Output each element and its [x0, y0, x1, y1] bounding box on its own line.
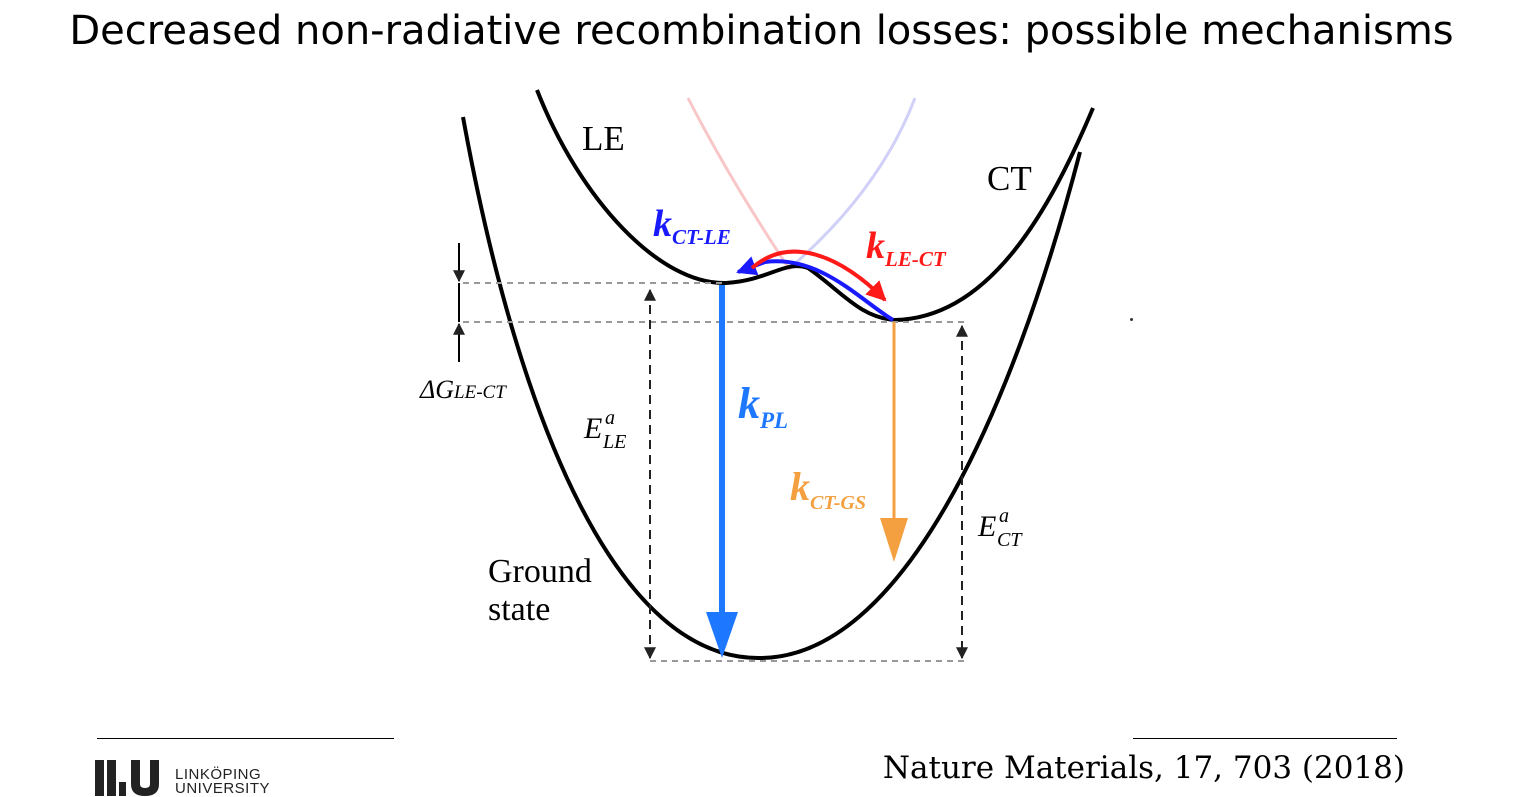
le-label: LE — [582, 119, 625, 158]
faint-ct-curve — [789, 97, 917, 270]
footer-rule-right — [1133, 738, 1397, 739]
k-ct-le-label: kCT-LE — [653, 203, 731, 249]
k-pl-label: kPL — [738, 379, 788, 433]
ground-state-label-line2: state — [488, 591, 550, 628]
ground-state-label-line1: Ground — [488, 553, 592, 590]
e-le-superscript: a — [605, 407, 615, 429]
e-le-symbol: E — [583, 412, 602, 445]
k-pl-arrowhead — [706, 612, 738, 658]
stray-dot — [1130, 318, 1133, 321]
logo-text-line1: LINKÖPING — [175, 766, 262, 783]
k-ct-gs-arrowhead — [880, 518, 908, 562]
logo-text-line2: UNIVERSITY — [175, 780, 271, 797]
footer-rule-left — [97, 738, 394, 739]
citation: Nature Materials, 17, 703 (2018) — [882, 750, 1405, 786]
logo-text: LINKÖPING UNIVERSITY — [175, 766, 271, 797]
k-ct-gs-label: kCT-GS — [790, 464, 866, 514]
faint-le-curve — [686, 97, 792, 271]
delta-g-label: ΔGLE-CT — [419, 375, 507, 404]
k-le-ct-arrow — [750, 249, 887, 302]
e-ct-symbol: E — [977, 510, 996, 543]
slide-title: Decreased non-radiative recombination lo… — [69, 8, 1454, 54]
liu-logo-icon — [95, 760, 159, 796]
e-ct-superscript: a — [999, 505, 1009, 527]
k-ct-le-arrow — [736, 256, 895, 322]
ground-state-curve — [461, 116, 1082, 661]
e-ct-subscript: CT — [997, 529, 1023, 551]
e-le-subscript: LE — [602, 431, 626, 453]
ct-label: CT — [987, 159, 1032, 198]
k-le-ct-label: kLE-CT — [866, 225, 947, 271]
